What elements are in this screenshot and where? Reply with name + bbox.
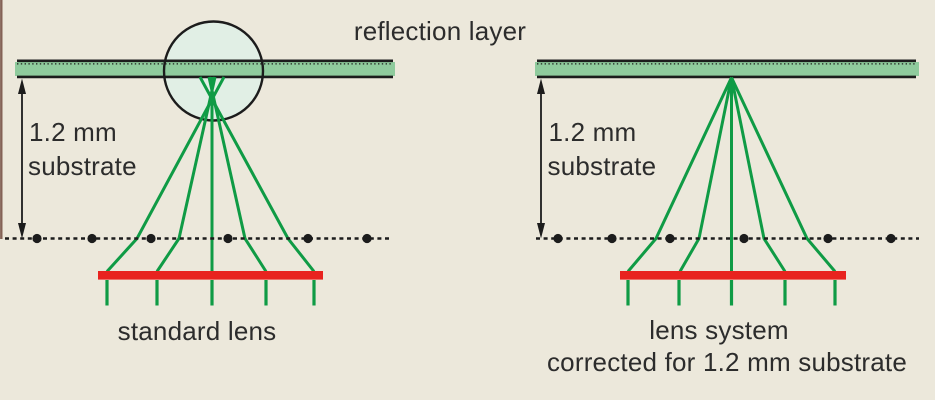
ray-marginal-right (730, 76, 837, 273)
left-lens-bar (98, 271, 323, 280)
reflection-layer-label: reflection layer (354, 16, 526, 46)
left-substrate-bar (15, 59, 395, 79)
right-incoming-beam (626, 280, 837, 306)
right-focal-plane-line (536, 233, 919, 244)
left-diagram: 1.2 mm substrate standard lens (5, 20, 395, 346)
ray-marginal-left (626, 76, 733, 273)
left-substrate-fill (15, 62, 395, 76)
right-substrate-bar (535, 59, 919, 79)
arrow-head-down (537, 223, 545, 239)
ray-inner-right (207, 76, 268, 273)
right-focal-dots (553, 233, 896, 244)
right-dimension-arrow (537, 78, 545, 239)
right-thickness-label-line2: substrate (548, 151, 657, 181)
right-caption-line2: corrected for 1.2 mm substrate (547, 347, 907, 377)
left-incoming-beam (105, 280, 316, 306)
arrow-head-up (18, 78, 26, 94)
right-diagram: 1.2 mm substrate lens system corrected f… (535, 59, 919, 377)
right-thickness-label-line1: 1.2 mm (549, 117, 637, 147)
left-thickness-label-line2: substrate (28, 151, 137, 181)
ray-inner-left (155, 76, 217, 273)
right-substrate-fill (535, 62, 919, 76)
left-dimension-arrow (18, 78, 26, 239)
right-lens-bar (620, 271, 846, 280)
left-focal-dots (32, 233, 372, 244)
right-caption-line1: lens system (649, 315, 788, 345)
arrow-head-up (537, 78, 545, 94)
left-focal-plane-line (5, 233, 390, 244)
left-caption: standard lens (118, 316, 277, 346)
left-thickness-label-line1: 1.2 mm (29, 117, 117, 147)
arrow-head-down (18, 223, 26, 239)
